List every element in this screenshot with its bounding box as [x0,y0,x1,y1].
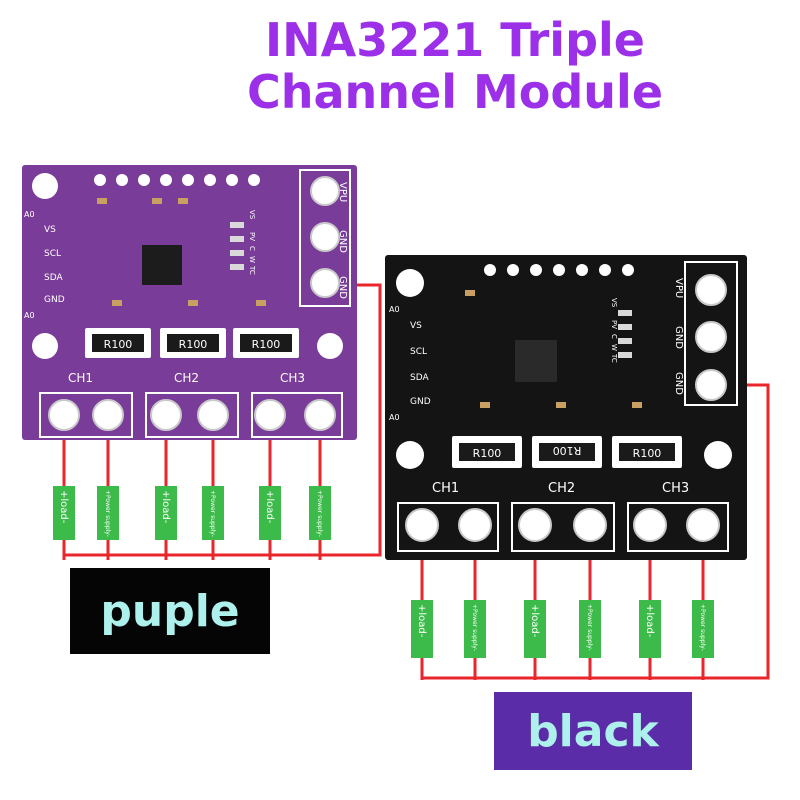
purple-load-2: +load- [155,486,177,540]
black-side-label-3: SCL [410,347,427,357]
black-channel-label-1: CH1 [432,481,459,496]
purple-channel-label-2: CH2 [174,371,199,385]
black-led-label-3: C [610,334,618,339]
black-pin-label-1: VPU [673,278,684,298]
title-line-2: Channel Module [246,65,664,119]
purple-power-2-label: +Power supply- [209,490,216,537]
purple-load-3-label: +load- [264,490,275,524]
purple-power-3-label: +Power supply- [316,490,323,537]
page-title: INA3221 Triple Channel Module [0,14,800,118]
purple-power-2: +Power supply- [202,486,224,540]
black-side-label-6: A0 [389,413,400,422]
purple-side-label-4: SDA [44,273,63,283]
black-power-2-label: +Power supply- [586,604,593,651]
black-load-2: +load- [524,600,546,658]
black-led-label-1: VS [610,298,618,308]
purple-led-label-2: PV [248,232,256,241]
purple-side-label-5: GND [44,295,65,305]
purple-side-label-6: A0 [24,311,35,320]
black-load-1-label: +load- [416,604,427,638]
title-line-1: INA3221 Triple [265,13,645,67]
black-led-label-4: W [610,344,618,351]
purple-resistor-label-2: R100 [179,338,208,351]
black-channel-label-2: CH2 [548,481,575,496]
black-label: black [527,705,659,757]
purple-load-2-label: +load- [160,490,171,524]
black-power-3: +Power supply- [692,600,714,658]
purple-components: +load- +Power supply- +load- +Power supp… [53,486,331,540]
purple-label-box: puple [70,568,270,654]
black-pin-label-3: GND [673,372,684,395]
black-load-2-label: +load- [529,604,540,638]
black-power-2: +Power supply- [579,600,601,658]
black-led-label-5: TC [610,353,618,363]
black-load-1: +load- [411,600,433,658]
purple-side-label-1: A0 [24,210,35,219]
black-resistor-label-3: R100 [633,447,662,460]
purple-pin-label-1: VPU [337,182,348,202]
black-board [385,255,747,560]
purple-load-1-label: +load- [58,490,69,524]
purple-side-label-3: SCL [44,249,61,259]
black-led-label-2: PV [610,320,618,329]
purple-power-1-label: +Power supply- [104,490,111,537]
black-load-3: +load- [639,600,661,658]
purple-pin-label-3: GND [337,276,348,299]
black-side-label-4: SDA [410,373,429,383]
purple-board [22,165,357,440]
black-power-1-label: +Power supply- [471,604,478,651]
purple-side-label-2: VS [44,225,56,235]
purple-load-1: +load- [53,486,75,540]
purple-load-3: +load- [259,486,281,540]
purple-channel-label-3: CH3 [280,371,305,385]
purple-pin-label-2: GND [337,230,348,253]
black-resistor-label-1: R100 [473,447,502,460]
black-label-box: black [494,692,692,770]
purple-led-label-5: TC [248,265,256,275]
black-resistor-label-2: R100 [553,444,582,457]
purple-led-label-3: C [248,246,256,251]
purple-led-label-4: W [248,256,256,263]
purple-power-3: +Power supply- [309,486,331,540]
black-components: +load- +Power supply- +load- +Power supp… [411,600,714,658]
black-power-1: +Power supply- [464,600,486,658]
purple-led-label-1: VS [248,210,256,220]
black-side-label-5: GND [410,397,431,407]
purple-channel-label-1: CH1 [68,371,93,385]
purple-resistor-label-3: R100 [252,338,281,351]
purple-resistor-label-1: R100 [104,338,133,351]
black-load-3-label: +load- [644,604,655,638]
purple-power-1: +Power supply- [97,486,119,540]
black-channel-label-3: CH3 [662,481,689,496]
purple-label: puple [100,585,240,637]
black-pin-label-2: GND [673,326,684,349]
black-side-label-2: VS [410,321,422,331]
purple-board-text: VPU GND GND A0 VS SCL SDA GND A0 VS PV C… [24,182,348,385]
black-side-label-1: A0 [389,305,400,314]
black-board-text: VPU GND GND A0 VS SCL SDA GND A0 VS PV C… [389,278,689,496]
black-power-3-label: +Power supply- [699,604,706,651]
